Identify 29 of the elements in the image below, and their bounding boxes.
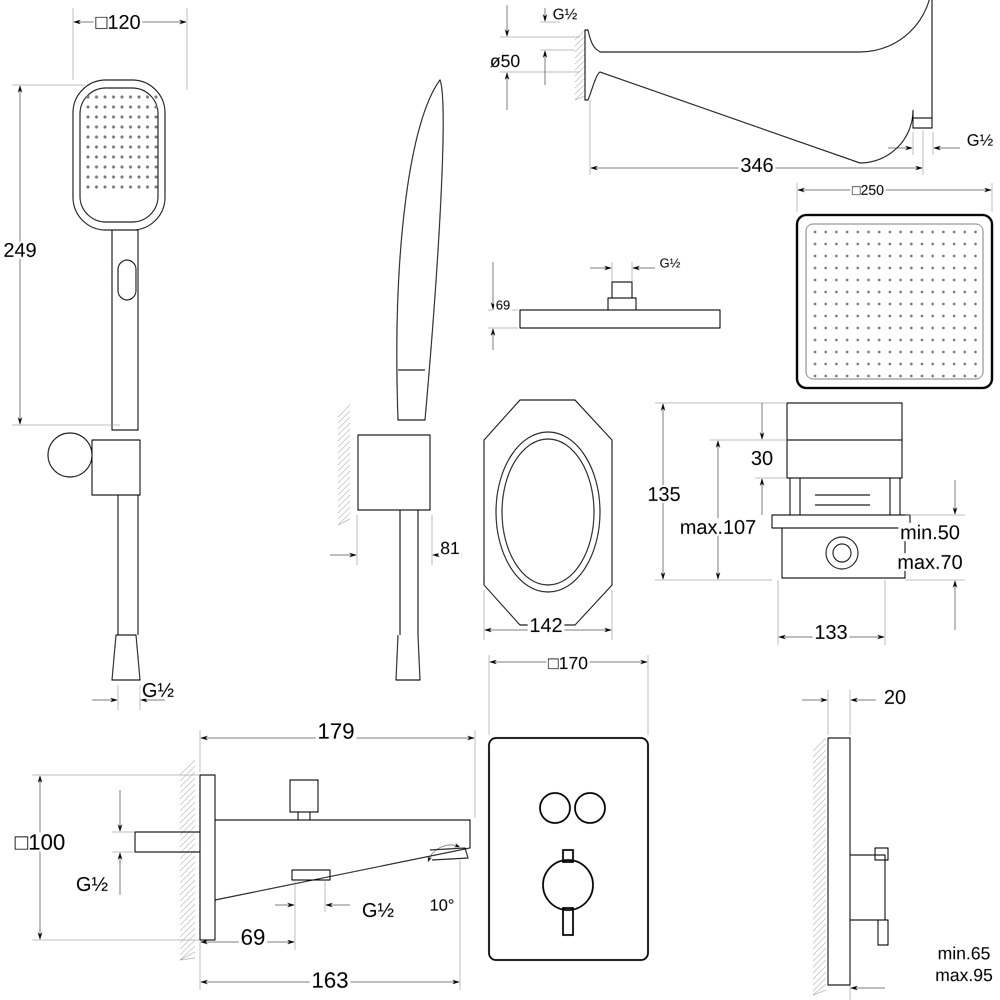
- dimension-label: □120: [94, 13, 142, 31]
- dimension-label: 346: [738, 156, 776, 174]
- dimension-label: 133: [812, 623, 850, 641]
- dimension-label: G½: [550, 6, 580, 22]
- dimension-label: 135: [646, 485, 682, 503]
- dimension-label: min.50: [898, 522, 962, 542]
- dimension-label: G½: [658, 256, 682, 270]
- dimension-label: 10°: [428, 897, 456, 913]
- dimension-label: 81: [438, 540, 462, 556]
- dimension-label: G½: [965, 132, 995, 148]
- dimension-label: □170: [546, 655, 590, 671]
- dimension-label: □250: [850, 183, 886, 197]
- dimension-label: G½: [360, 901, 396, 919]
- dimension-label: min.65: [936, 944, 992, 962]
- dimension-label: 163: [310, 970, 350, 990]
- dimension-label: 20: [882, 688, 908, 706]
- dimension-label: □100: [12, 832, 68, 852]
- dimension-label: 69: [494, 298, 512, 312]
- dimension-label: 142: [528, 616, 564, 634]
- dimension-label: G½: [74, 875, 110, 893]
- dimension-label: 30: [749, 449, 775, 467]
- dimension-label: 249: [2, 241, 38, 259]
- dimension-label: max.95: [933, 967, 995, 983]
- dimension-label: ø50: [488, 52, 522, 70]
- dimension-label: 179: [316, 721, 356, 741]
- dimension-label: G½: [140, 681, 176, 699]
- dimension-label: max.70: [896, 553, 964, 571]
- dimension-label: max.107: [678, 518, 758, 536]
- dimension-label: 69: [238, 927, 268, 947]
